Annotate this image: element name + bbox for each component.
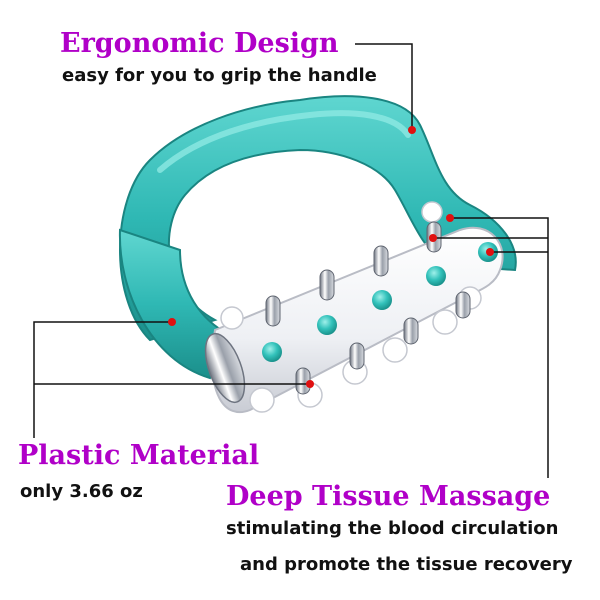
deep-tissue-line-2: and promote the tissue recovery — [240, 554, 573, 575]
plastic-material-title: Plastic Material — [18, 440, 260, 471]
callout-marker-dot — [446, 214, 454, 222]
callout-marker-dot — [429, 234, 437, 242]
ergonomic-design-subtitle: easy for you to grip the handle — [62, 65, 377, 86]
callout-marker-dot — [408, 126, 416, 134]
callout-marker-dot — [306, 380, 314, 388]
ergonomic-design-title: Ergonomic Design — [60, 28, 339, 59]
plastic-material-subtitle: only 3.66 oz — [20, 481, 143, 502]
teal-handle — [118, 95, 517, 380]
deep-tissue-line-1: stimulating the blood circulation — [226, 518, 559, 539]
deep-tissue-massage-title: Deep Tissue Massage — [226, 481, 551, 512]
callout-lines — [33, 43, 549, 478]
roller-body — [204, 201, 504, 414]
callout-marker-dot — [486, 248, 494, 256]
callout-marker-dot — [168, 318, 176, 326]
